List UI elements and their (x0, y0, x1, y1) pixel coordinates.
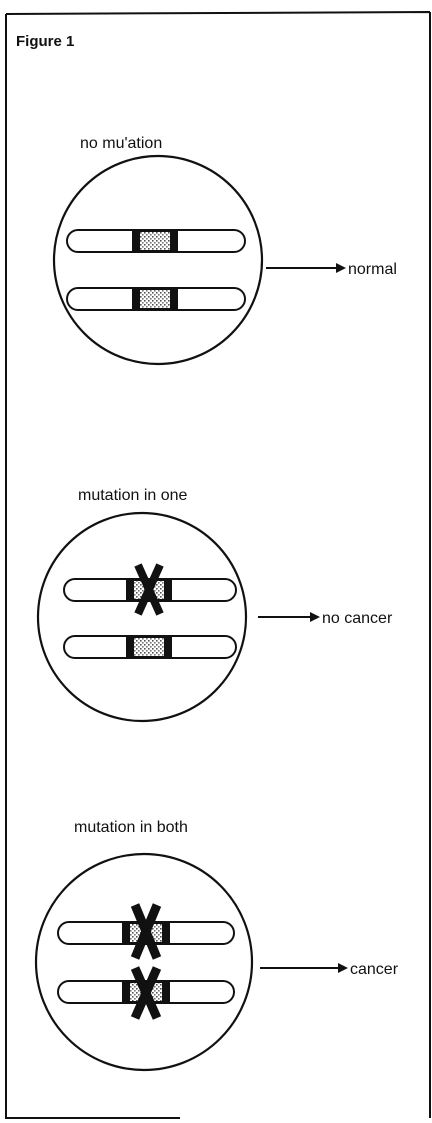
panel-mutation-in-one: mutation in one no cancer (38, 487, 393, 721)
arrow-to-outcome (266, 263, 346, 273)
figure-frame (6, 12, 430, 1118)
cell-circle (54, 156, 262, 364)
cell-circle (38, 513, 246, 721)
outcome-label: normal (348, 261, 397, 278)
chromosome-bottom-mutated (58, 968, 234, 1018)
panel-no-mutation: no mu'ation normal (54, 135, 397, 364)
cell-circle (36, 854, 252, 1070)
outcome-label: cancer (350, 961, 399, 978)
figure-title: Figure 1 (16, 33, 74, 50)
panel-mutation-in-both: mutation in both cancer (36, 819, 399, 1070)
arrow-to-outcome (260, 963, 348, 973)
panel-caption: mutation in both (74, 819, 188, 836)
arrow-to-outcome (258, 612, 320, 622)
chromosome-top (67, 229, 245, 253)
outcome-label: no cancer (322, 610, 393, 627)
chromosome-top-mutated (64, 565, 236, 614)
chromosome-top-mutated (58, 905, 234, 958)
chromosome-bottom (64, 635, 236, 659)
panel-caption: mutation in one (78, 487, 188, 504)
panel-caption: no mu'ation (80, 135, 162, 152)
chromosome-bottom (67, 287, 245, 311)
